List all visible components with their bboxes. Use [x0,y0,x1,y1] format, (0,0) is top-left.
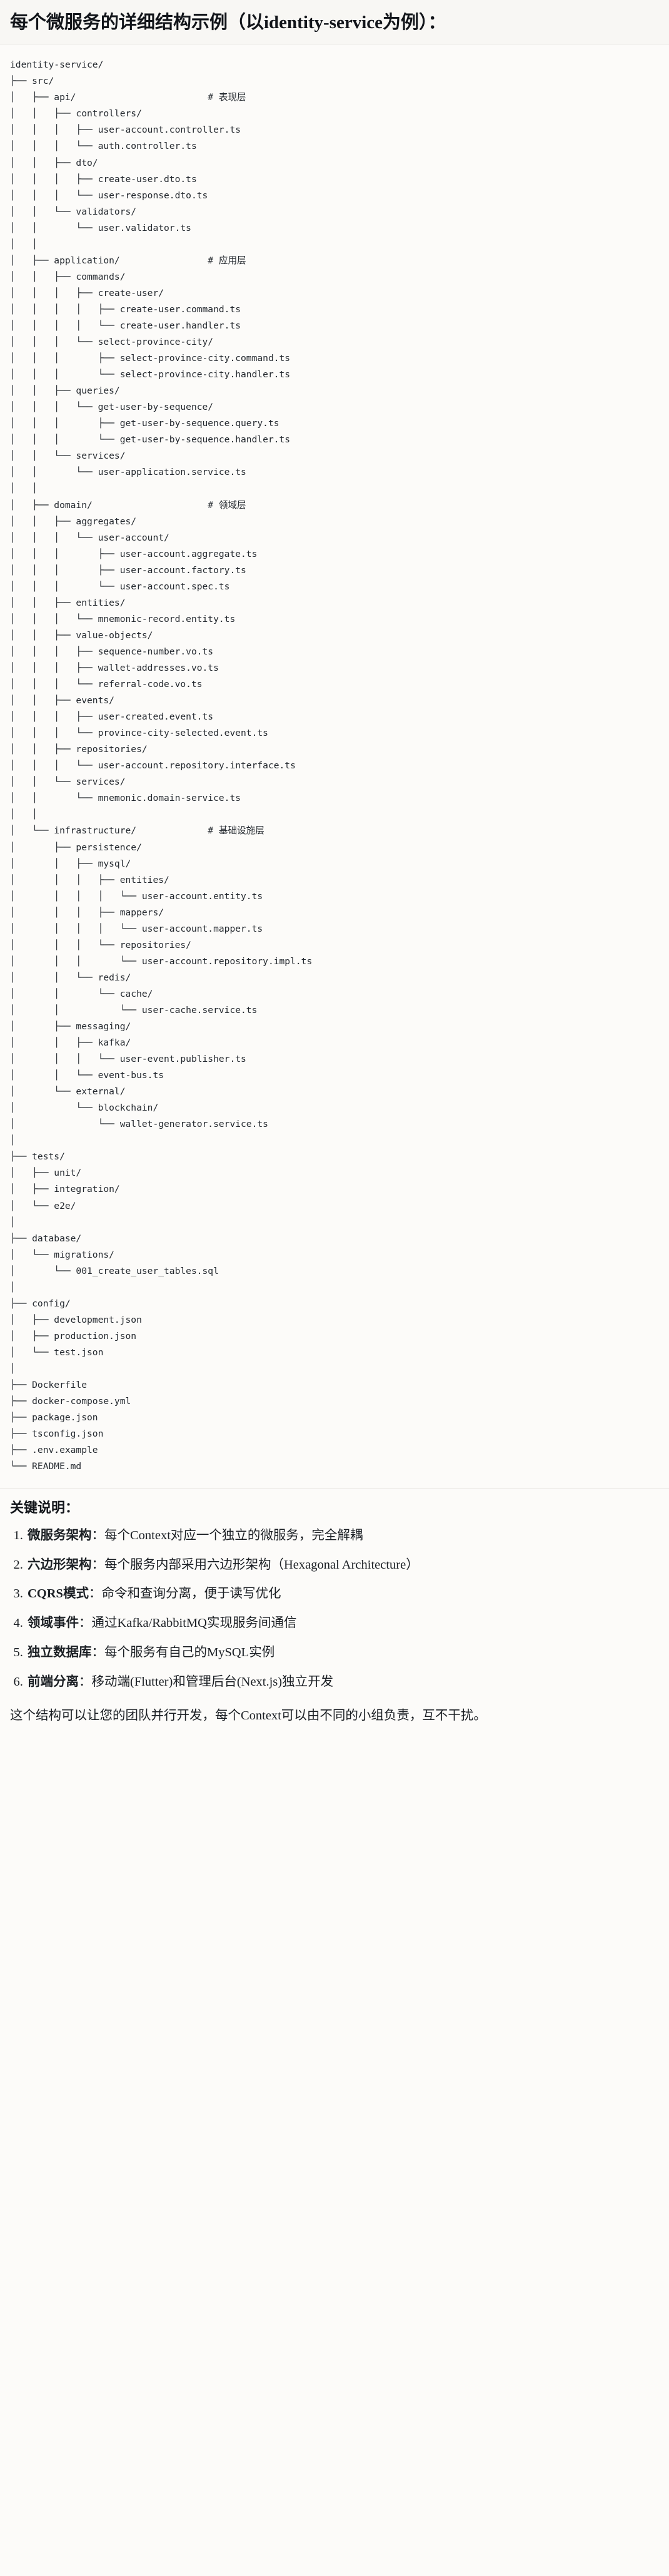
key-point-separator: ： [88,1587,102,1601]
key-point-description: 每个服务有自己的MySQL实例 [104,1645,275,1659]
key-point-description: 每个Context对应一个独立的微服务，完全解耦 [104,1528,363,1542]
key-point-term: CQRS模式 [28,1587,89,1601]
key-point-separator: ： [91,1528,105,1542]
list-item: CQRS模式：命令和查询分离，便于读写优化 [26,1584,659,1604]
directory-tree-text: identity-service/ ├── src/ │ ├── api/ # … [10,59,313,1472]
key-point-separator: ： [91,1557,105,1572]
key-point-description: 通过Kafka/RabbitMQ实现服务间通信 [91,1616,297,1631]
key-point-description: 移动端(Flutter)和管理后台(Next.js)独立开发 [91,1674,334,1689]
key-point-term: 前端分离 [28,1674,79,1689]
document-page: 每个微服务的详细结构示例（以identity-service为例）： ident… [0,0,669,1737]
key-point-term: 微服务架构 [28,1528,92,1542]
key-points-title: 关键说明： [10,1500,79,1516]
closing-note: 这个结构可以让您的团队并行开发，每个Context可以由不同的小组负责，互不干扰… [0,1695,669,1738]
key-point-description: 每个服务内部采用六边形架构（Hexagonal Architecture） [104,1557,419,1572]
list-item: 前端分离：移动端(Flutter)和管理后台(Next.js)独立开发 [26,1672,659,1692]
key-point-description: 命令和查询分离，便于读写优化 [101,1587,281,1601]
key-point-separator: ： [91,1645,105,1659]
list-item: 领域事件：通过Kafka/RabbitMQ实现服务间通信 [26,1614,659,1633]
key-point-term: 六边形架构 [28,1557,92,1572]
list-item: 六边形架构：每个服务内部采用六边形架构（Hexagonal Architectu… [26,1555,659,1575]
key-points-section: 关键说明： 微服务架构：每个Context对应一个独立的微服务，完全解耦 六边形… [0,1489,669,1696]
key-point-separator: ： [79,1674,92,1689]
list-item: 微服务架构：每个Context对应一个独立的微服务，完全解耦 [26,1526,659,1545]
directory-tree-block: identity-service/ ├── src/ │ ├── api/ # … [0,44,669,1489]
key-point-term: 领域事件 [28,1616,79,1631]
page-title: 每个微服务的详细结构示例（以identity-service为例）： [10,13,446,33]
key-point-separator: ： [79,1616,92,1631]
list-item: 独立数据库：每个服务有自己的MySQL实例 [26,1643,659,1662]
key-point-term: 独立数据库 [28,1645,92,1659]
key-points-list: 微服务架构：每个Context对应一个独立的微服务，完全解耦 六边形架构：每个服… [10,1526,659,1692]
heading-band: 每个微服务的详细结构示例（以identity-service为例）： [0,0,669,45]
